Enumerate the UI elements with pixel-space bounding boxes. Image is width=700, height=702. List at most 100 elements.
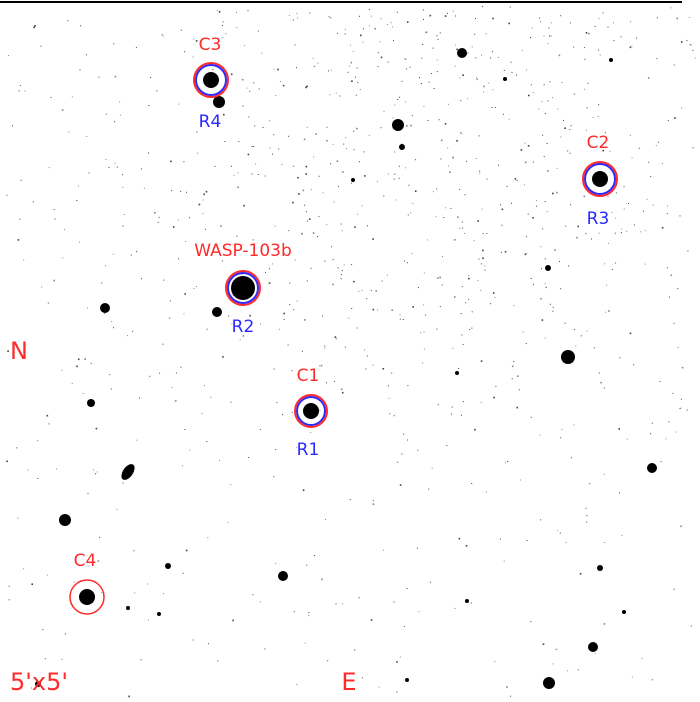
noise-speck <box>656 17 658 19</box>
noise-speck <box>46 414 49 417</box>
noise-speck <box>309 12 311 14</box>
noise-speck <box>511 365 514 368</box>
noise-speck <box>252 239 254 241</box>
noise-speck <box>357 82 359 84</box>
noise-speck <box>435 216 437 218</box>
noise-speck <box>410 212 412 214</box>
noise-speck <box>403 625 405 627</box>
noise-speck <box>32 201 34 203</box>
noise-speck <box>564 127 566 129</box>
noise-speck <box>349 65 350 67</box>
noise-speck <box>508 22 510 25</box>
noise-speck <box>353 280 355 283</box>
noise-speck <box>292 201 294 204</box>
star <box>213 96 225 108</box>
noise-speck <box>399 314 401 316</box>
noise-speck <box>539 17 540 19</box>
noise-speck <box>667 120 669 122</box>
field-of-view-label: 5'x5' <box>10 668 68 696</box>
noise-speck <box>127 335 128 337</box>
noise-speck <box>432 47 434 49</box>
noise-speck <box>550 22 552 24</box>
noise-speck <box>54 218 56 220</box>
noise-speck <box>417 287 419 289</box>
noise-speck <box>322 315 323 317</box>
noise-speck <box>8 55 10 56</box>
noise-speck <box>101 592 103 594</box>
noise-speck <box>182 572 184 574</box>
noise-speck <box>76 365 78 368</box>
star <box>545 265 551 271</box>
noise-speck <box>308 218 311 220</box>
noise-speck <box>369 25 370 27</box>
noise-speck <box>317 236 318 238</box>
noise-speck <box>573 424 575 426</box>
noise-speck <box>292 19 294 21</box>
noise-speck <box>560 288 562 290</box>
noise-speck <box>202 199 204 201</box>
noise-speck <box>389 413 391 415</box>
noise-speck <box>454 239 456 241</box>
noise-speck <box>383 195 385 197</box>
noise-speck <box>340 278 342 280</box>
star-c1-r1[interactable] <box>294 394 328 428</box>
noise-speck <box>450 413 452 415</box>
noise-speck <box>500 251 502 253</box>
noise-speck <box>410 124 412 127</box>
noise-speck <box>397 98 399 100</box>
east-indicator: E <box>341 668 357 696</box>
noise-speck <box>16 447 18 449</box>
noise-speck <box>169 300 171 302</box>
noise-speck <box>459 77 461 79</box>
target-star-wasp-103b[interactable] <box>225 270 261 306</box>
star-c4[interactable] <box>69 579 105 615</box>
noise-speck <box>119 114 121 116</box>
noise-speck <box>552 192 554 195</box>
noise-speck <box>433 88 435 89</box>
noise-speck <box>282 414 283 416</box>
noise-speck <box>289 282 291 284</box>
noise-speck <box>598 372 600 374</box>
noise-speck <box>101 282 103 284</box>
noise-speck <box>692 49 694 51</box>
noise-speck <box>673 64 675 66</box>
noise-speck <box>318 175 320 177</box>
noise-speck <box>332 259 334 261</box>
noise-speck <box>587 82 589 84</box>
noise-speck <box>631 45 633 47</box>
star-c3-r4[interactable] <box>193 62 229 98</box>
noise-speck <box>85 54 87 56</box>
noise-speck <box>193 288 195 289</box>
noise-speck <box>650 176 652 178</box>
noise-speck <box>193 38 195 40</box>
noise-speck <box>644 263 646 265</box>
noise-speck <box>484 265 486 267</box>
star <box>457 48 467 58</box>
noise-speck <box>90 362 92 364</box>
noise-speck <box>77 358 80 361</box>
noise-speck <box>542 228 544 230</box>
noise-speck <box>465 545 468 547</box>
noise-speck <box>679 215 681 217</box>
noise-speck <box>476 79 478 81</box>
noise-speck <box>461 286 463 288</box>
noise-speck <box>291 370 293 372</box>
noise-speck <box>439 32 441 34</box>
noise-speck <box>252 594 254 596</box>
noise-speck <box>249 90 251 92</box>
noise-speck <box>265 271 266 273</box>
noise-speck <box>422 44 424 45</box>
noise-speck <box>670 274 673 277</box>
noise-speck <box>468 277 470 280</box>
noise-speck <box>157 221 159 223</box>
noise-speck <box>294 44 296 46</box>
noise-speck <box>458 367 459 369</box>
noise-speck <box>523 184 525 186</box>
noise-speck <box>690 625 692 627</box>
noise-speck <box>606 284 607 286</box>
noise-speck <box>393 415 395 417</box>
star-c2-r3[interactable] <box>582 161 618 197</box>
noise-speck <box>48 423 50 425</box>
noise-speck <box>564 322 566 324</box>
noise-speck <box>375 290 377 292</box>
